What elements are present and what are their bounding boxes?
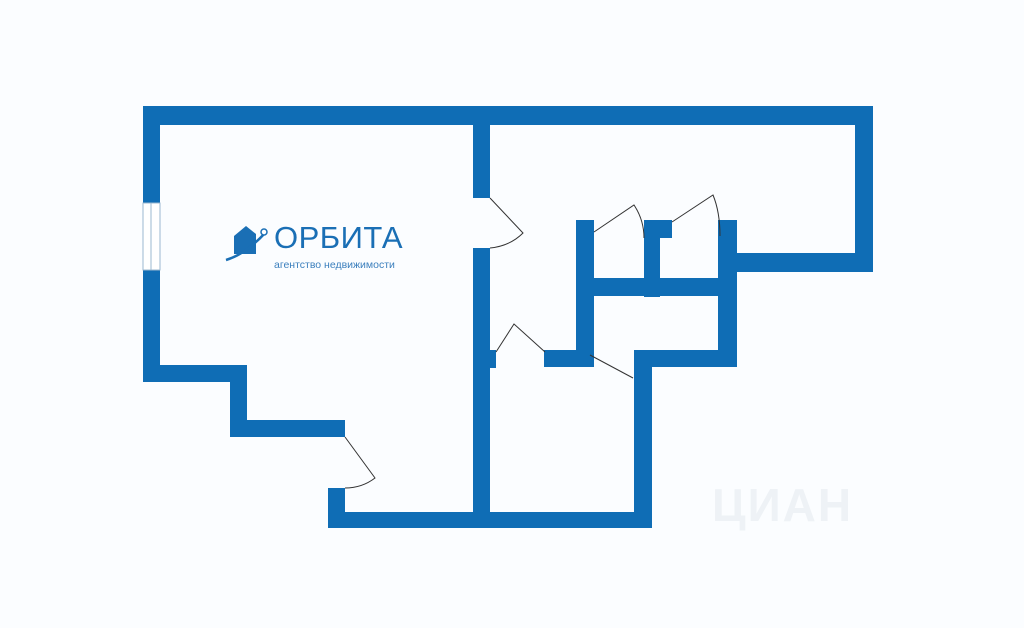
wall-step-1 [143, 365, 247, 382]
wall-closet-pier [644, 220, 672, 238]
door-closet-2 [671, 194, 721, 237]
wall-step-2 [230, 365, 247, 437]
house-orbit-icon [225, 226, 268, 262]
wall-right-bottom [718, 253, 873, 272]
wall-step-3 [230, 420, 345, 437]
wall-closet-mid [644, 220, 660, 297]
walls [143, 106, 873, 528]
wall-bath-right [634, 350, 652, 528]
wall-hall-stub [544, 350, 594, 367]
logo-name: ОРБИТА [274, 220, 403, 255]
door-room [489, 197, 524, 249]
door-entry [344, 436, 376, 489]
door-jamb [490, 350, 496, 368]
watermark: ЦИАН [712, 479, 854, 531]
logo-text: ОРБИТА агентство недвижимости [274, 220, 403, 272]
wall-top [143, 106, 873, 125]
agency-logo: ОРБИТА агентство недвижимости [222, 220, 403, 272]
doors [344, 194, 721, 489]
door-hall [495, 323, 546, 353]
wall-divider-lower [473, 248, 490, 518]
door-bath [589, 354, 634, 379]
window [142, 202, 161, 271]
wall-divider-upper [473, 106, 490, 198]
wall-bottom [328, 512, 652, 528]
door-closet-1 [593, 204, 645, 239]
wall-closet-left [576, 220, 594, 367]
logo-tagline: агентство недвижимости [274, 259, 395, 271]
wall-right [855, 106, 873, 272]
wall-bath-top [634, 350, 737, 367]
